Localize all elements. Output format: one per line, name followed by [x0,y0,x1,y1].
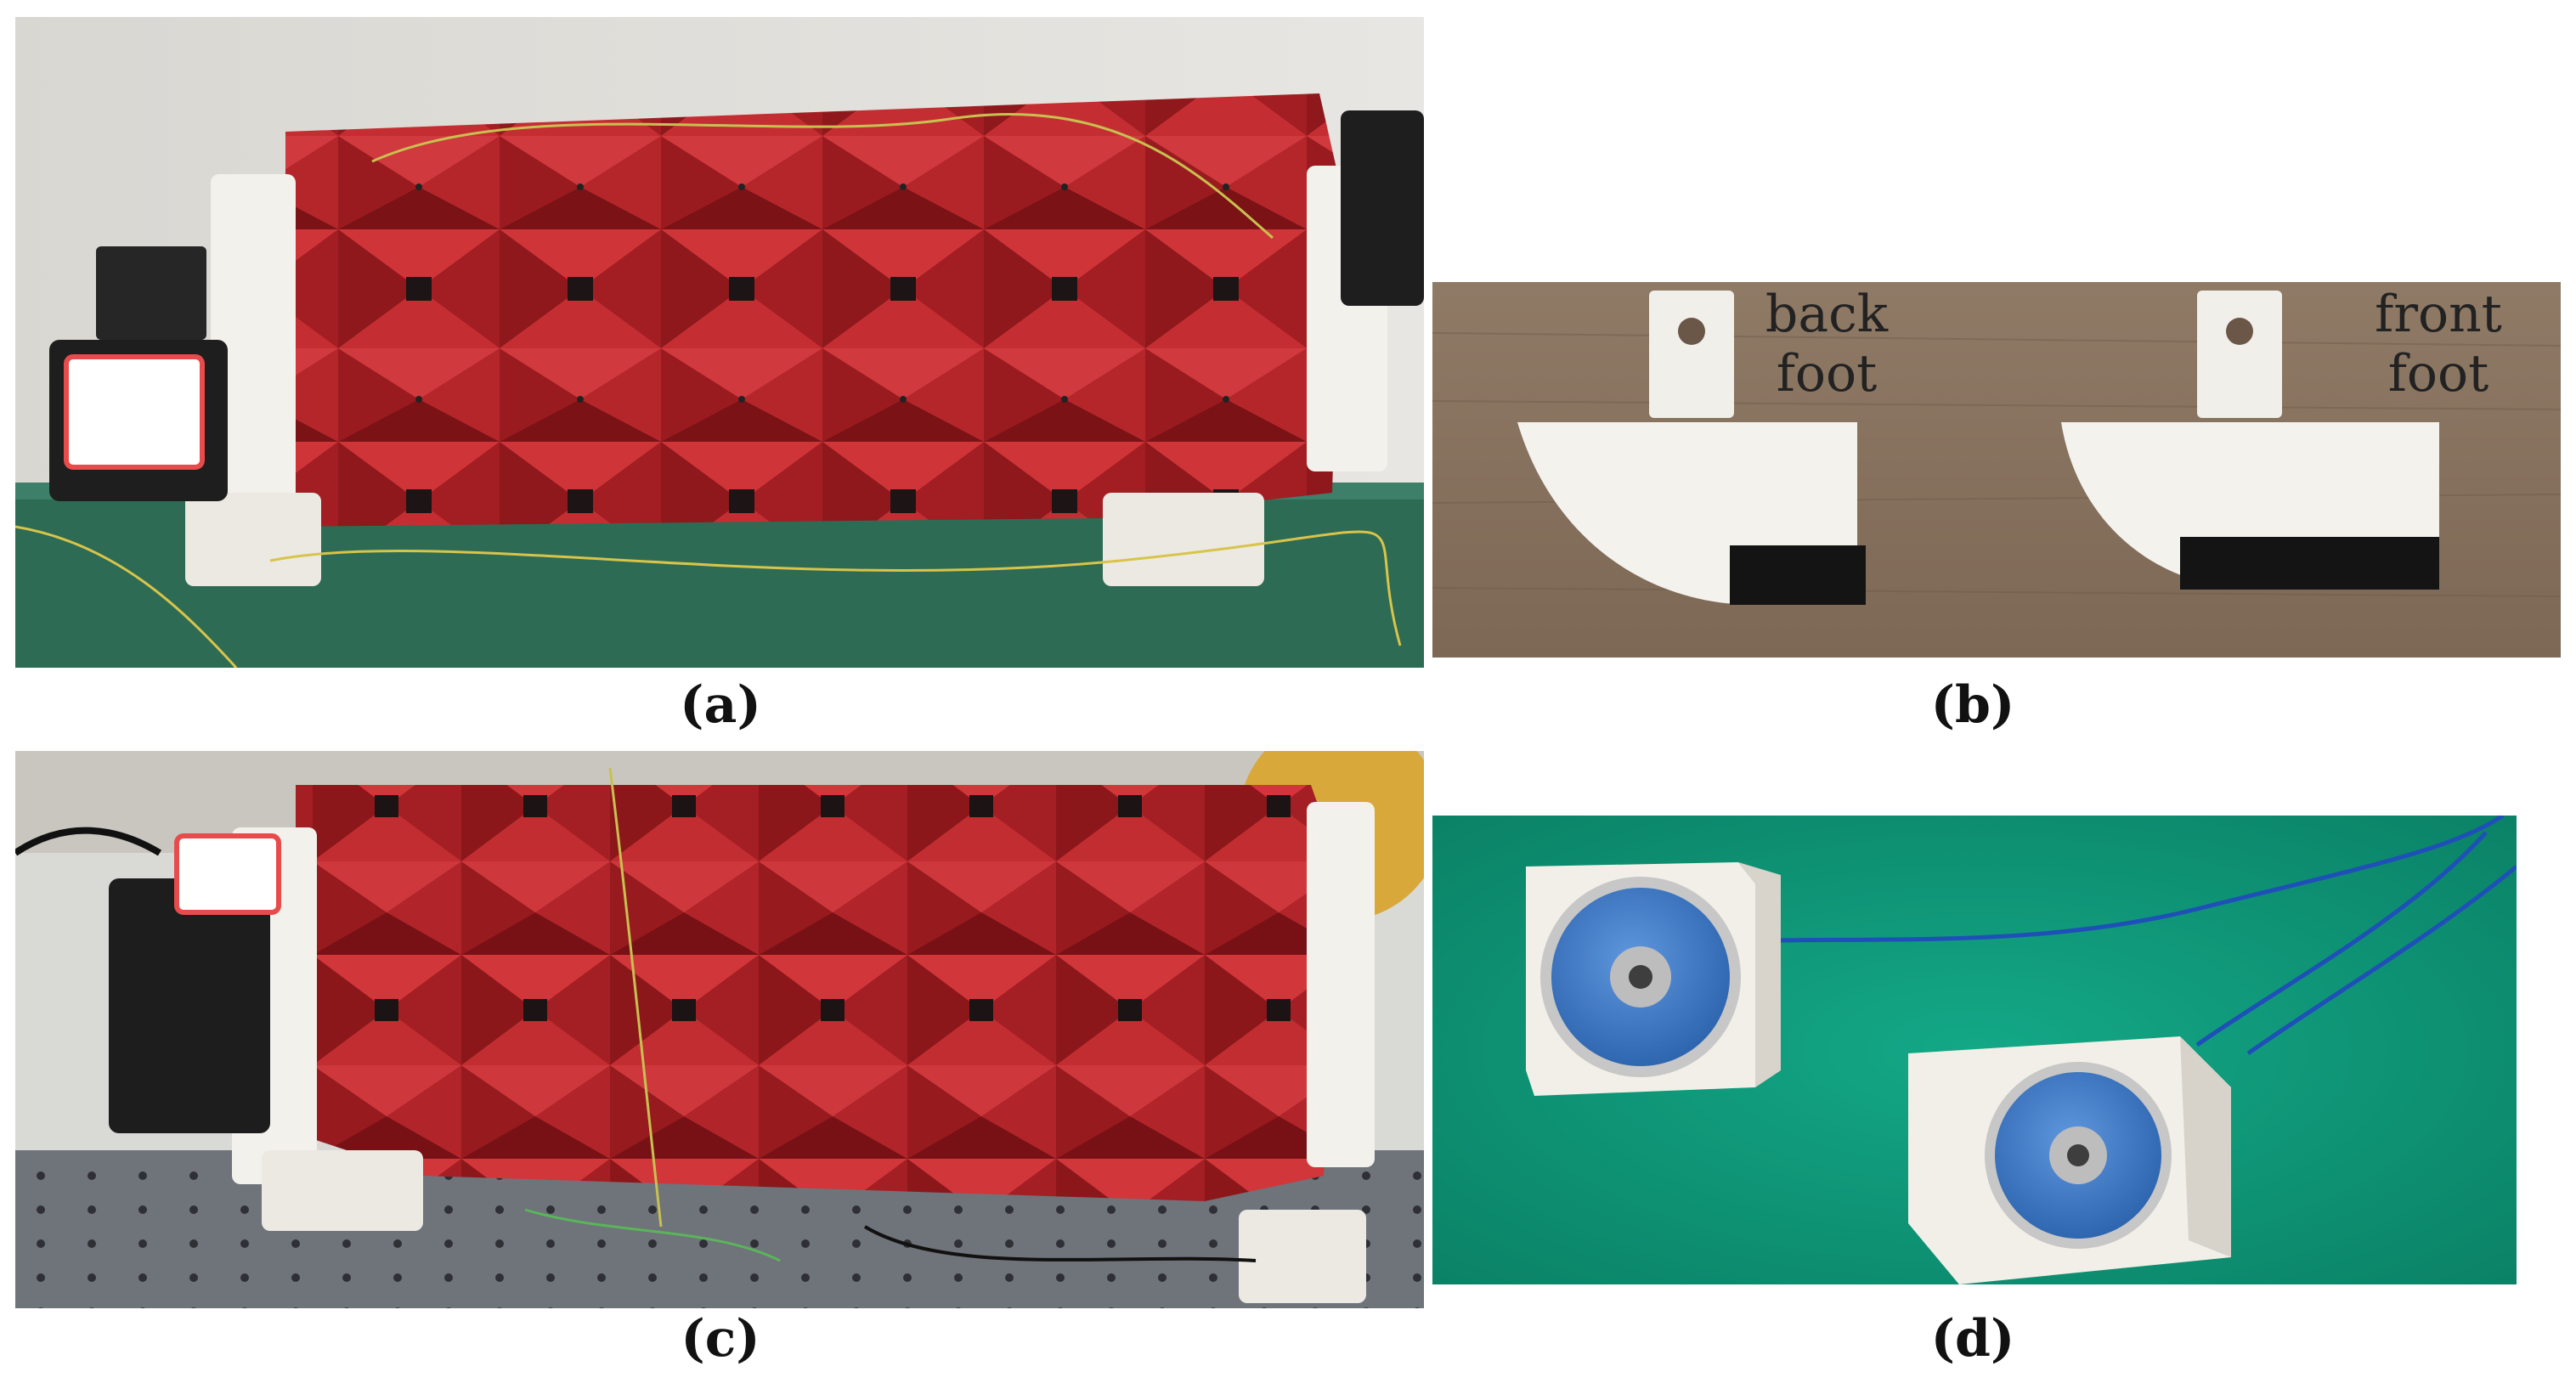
back-foot-label: back foot [1765,285,1889,404]
caption-b: (b) [1930,675,2015,735]
photo-electromagnet-feet [1432,816,2517,1284]
caption-c: (c) [681,1309,760,1369]
caption-a: (a) [680,675,761,735]
photo-robot-optical-table-image [15,751,1424,1308]
caption-d: (d) [1930,1309,2015,1369]
photo-robot-side-view [15,17,1424,668]
photo-feet-comparison [1432,282,2561,658]
photo-electromagnet-feet-image [1432,816,2517,1284]
photo-robot-optical-table [15,751,1424,1308]
front-foot-label: front foot [2375,285,2502,404]
photo-feet-comparison-image [1432,282,2561,658]
photo-robot-side-view-image [15,17,1424,668]
